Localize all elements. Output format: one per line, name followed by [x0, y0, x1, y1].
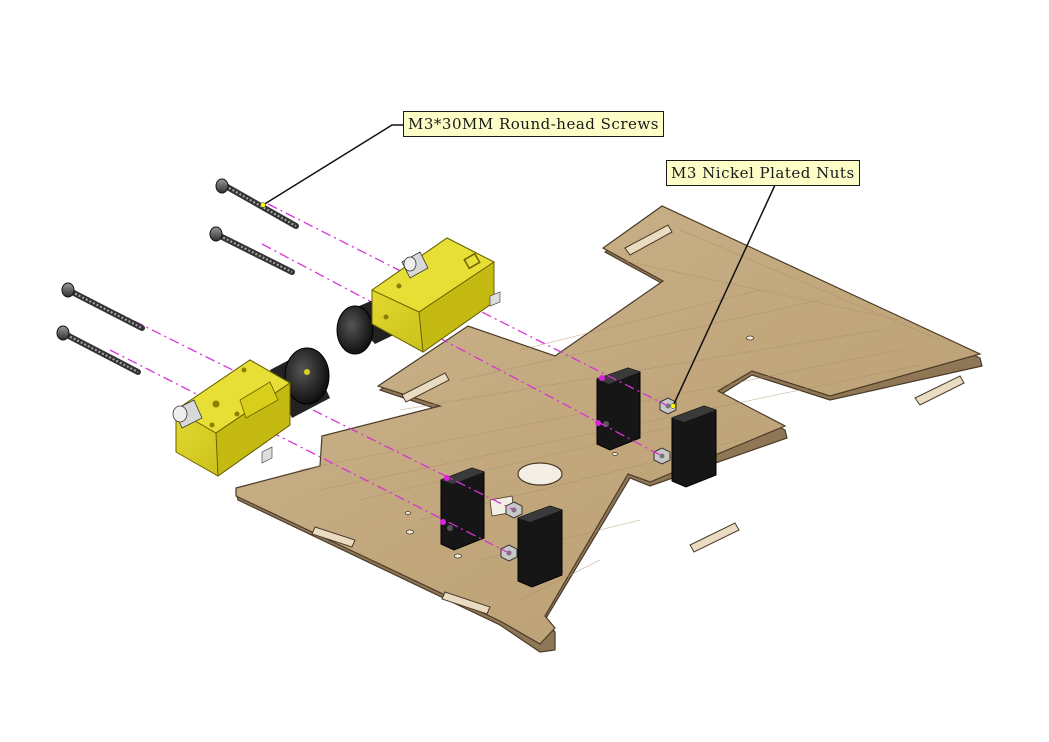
center-hole	[517, 462, 563, 486]
nut	[653, 447, 671, 465]
leader-line-nuts	[670, 184, 776, 409]
tt-gear-motor	[336, 237, 501, 355]
slot	[914, 375, 965, 406]
motor-bracket	[517, 505, 563, 588]
motor-bracket	[596, 367, 641, 451]
callout-label-nuts: M3 Nickel Plated Nuts	[666, 160, 860, 186]
slot	[441, 591, 491, 615]
slot	[624, 224, 673, 256]
slot	[401, 372, 450, 403]
tt-gear-motor	[172, 347, 330, 477]
screw	[209, 226, 295, 275]
screw	[215, 178, 299, 229]
motor-bracket	[671, 405, 717, 488]
callout-label-screws: M3*30MM Round-head Screws	[403, 111, 664, 137]
slot	[689, 522, 740, 553]
screw	[56, 325, 141, 375]
leader-line-screws	[260, 124, 403, 208]
screw	[61, 282, 145, 331]
motor-bracket	[440, 467, 485, 551]
slot	[311, 526, 356, 548]
